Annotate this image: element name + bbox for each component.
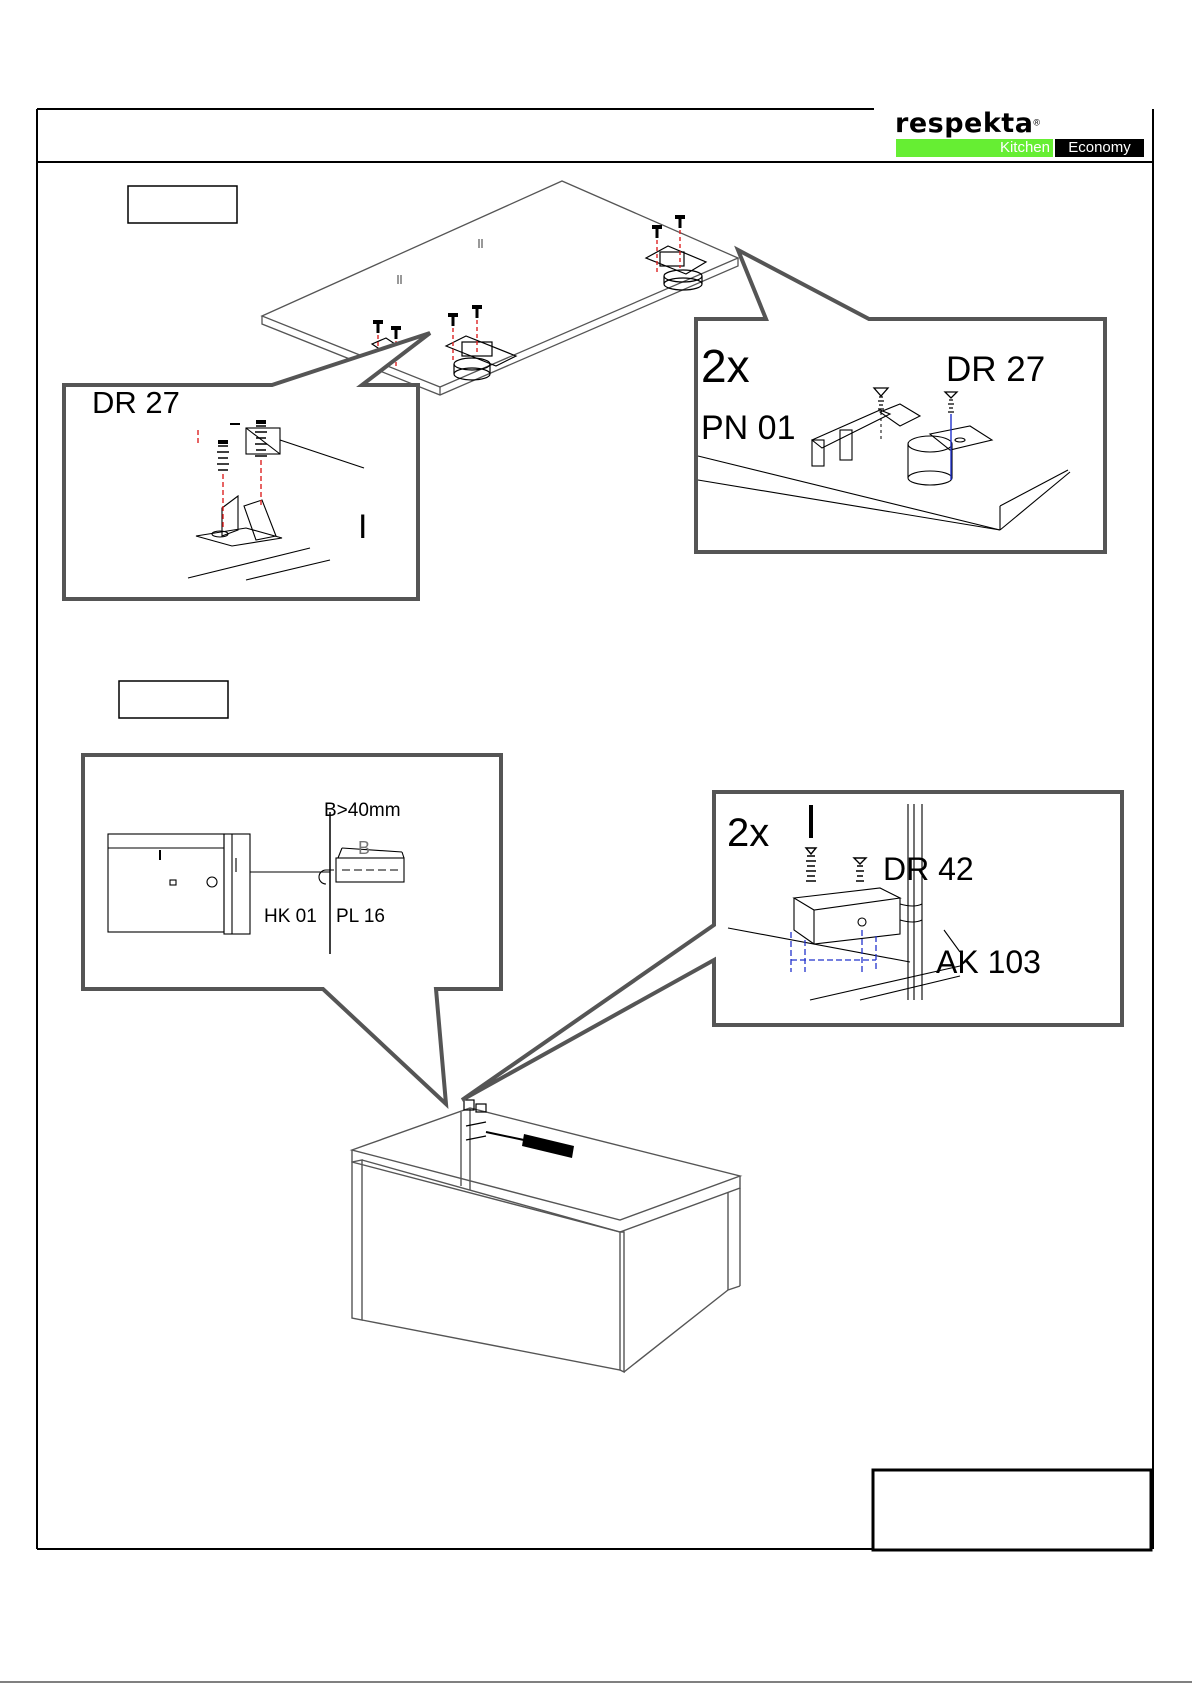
step2-right-part-a: DR 42 <box>883 853 974 885</box>
step1-callout-left-frame <box>64 333 430 599</box>
step1-left-marker: I <box>358 510 367 544</box>
step2-left-dimension: B>40mm <box>324 801 401 820</box>
step1-number-box <box>128 186 237 223</box>
brand-tag-kitchen: Kitchen <box>896 139 1053 157</box>
step1-callout-right-frame <box>696 250 1105 552</box>
brand-logo: respekta® <box>895 110 1040 137</box>
step1-right-part-a: PN 01 <box>701 411 796 445</box>
brand-name: respekta <box>895 108 1033 139</box>
step1-right-quantity: 2x <box>701 343 750 389</box>
step1-right-part-b: DR 27 <box>946 352 1045 387</box>
step2-number-box <box>119 681 228 718</box>
step2-left-side-mark: B <box>358 839 370 857</box>
step2-callout-left-frame <box>83 755 501 1104</box>
cabinet-hardware <box>464 1100 486 1140</box>
step2-left-part-a: HK 01 <box>264 907 317 926</box>
step1-left-part-label: DR 27 <box>92 387 180 418</box>
brand-registered-mark: ® <box>1033 118 1040 128</box>
step2-right-part-b: AK 103 <box>936 946 1041 978</box>
screwdriver <box>486 1132 574 1158</box>
step2-left-part-b: PL 16 <box>336 907 385 926</box>
panel-screws <box>373 215 685 366</box>
brand-tag-economy: Economy <box>1055 139 1144 157</box>
page-number-box <box>873 1470 1151 1550</box>
step2-right-quantity: 2x <box>727 813 769 853</box>
shelf-panel-marks <box>398 239 482 284</box>
